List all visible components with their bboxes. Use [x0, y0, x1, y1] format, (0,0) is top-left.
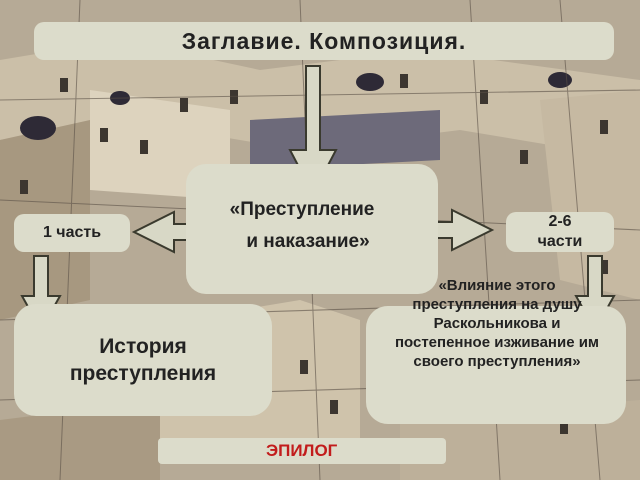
part2-label-line2: части [537, 233, 583, 250]
epilogue-box: ЭПИЛОГ [158, 438, 446, 464]
part1-label: 1 часть [42, 224, 102, 241]
epilogue-label: ЭПИЛОГ [266, 441, 338, 460]
history-line2: преступления [69, 362, 217, 385]
center-title-line1: «Преступление [229, 199, 375, 220]
influence-text: «Влияние этого преступления на душу Раск… [394, 277, 600, 370]
part2-box: 2-6 части [506, 212, 614, 252]
center-title-line2: и наказание» [246, 231, 370, 252]
part1-box: 1 часть [14, 214, 130, 252]
influence-box [366, 306, 626, 424]
part2-label-line1: 2-6 [548, 213, 572, 230]
title-box: Заглавие. Композиция. [34, 22, 614, 60]
center-box: «Преступление и наказание» [186, 164, 438, 294]
title-text: Заглавие. Композиция. [181, 27, 467, 54]
history-line1: История [99, 335, 187, 358]
history-box: История преступления [14, 304, 272, 416]
